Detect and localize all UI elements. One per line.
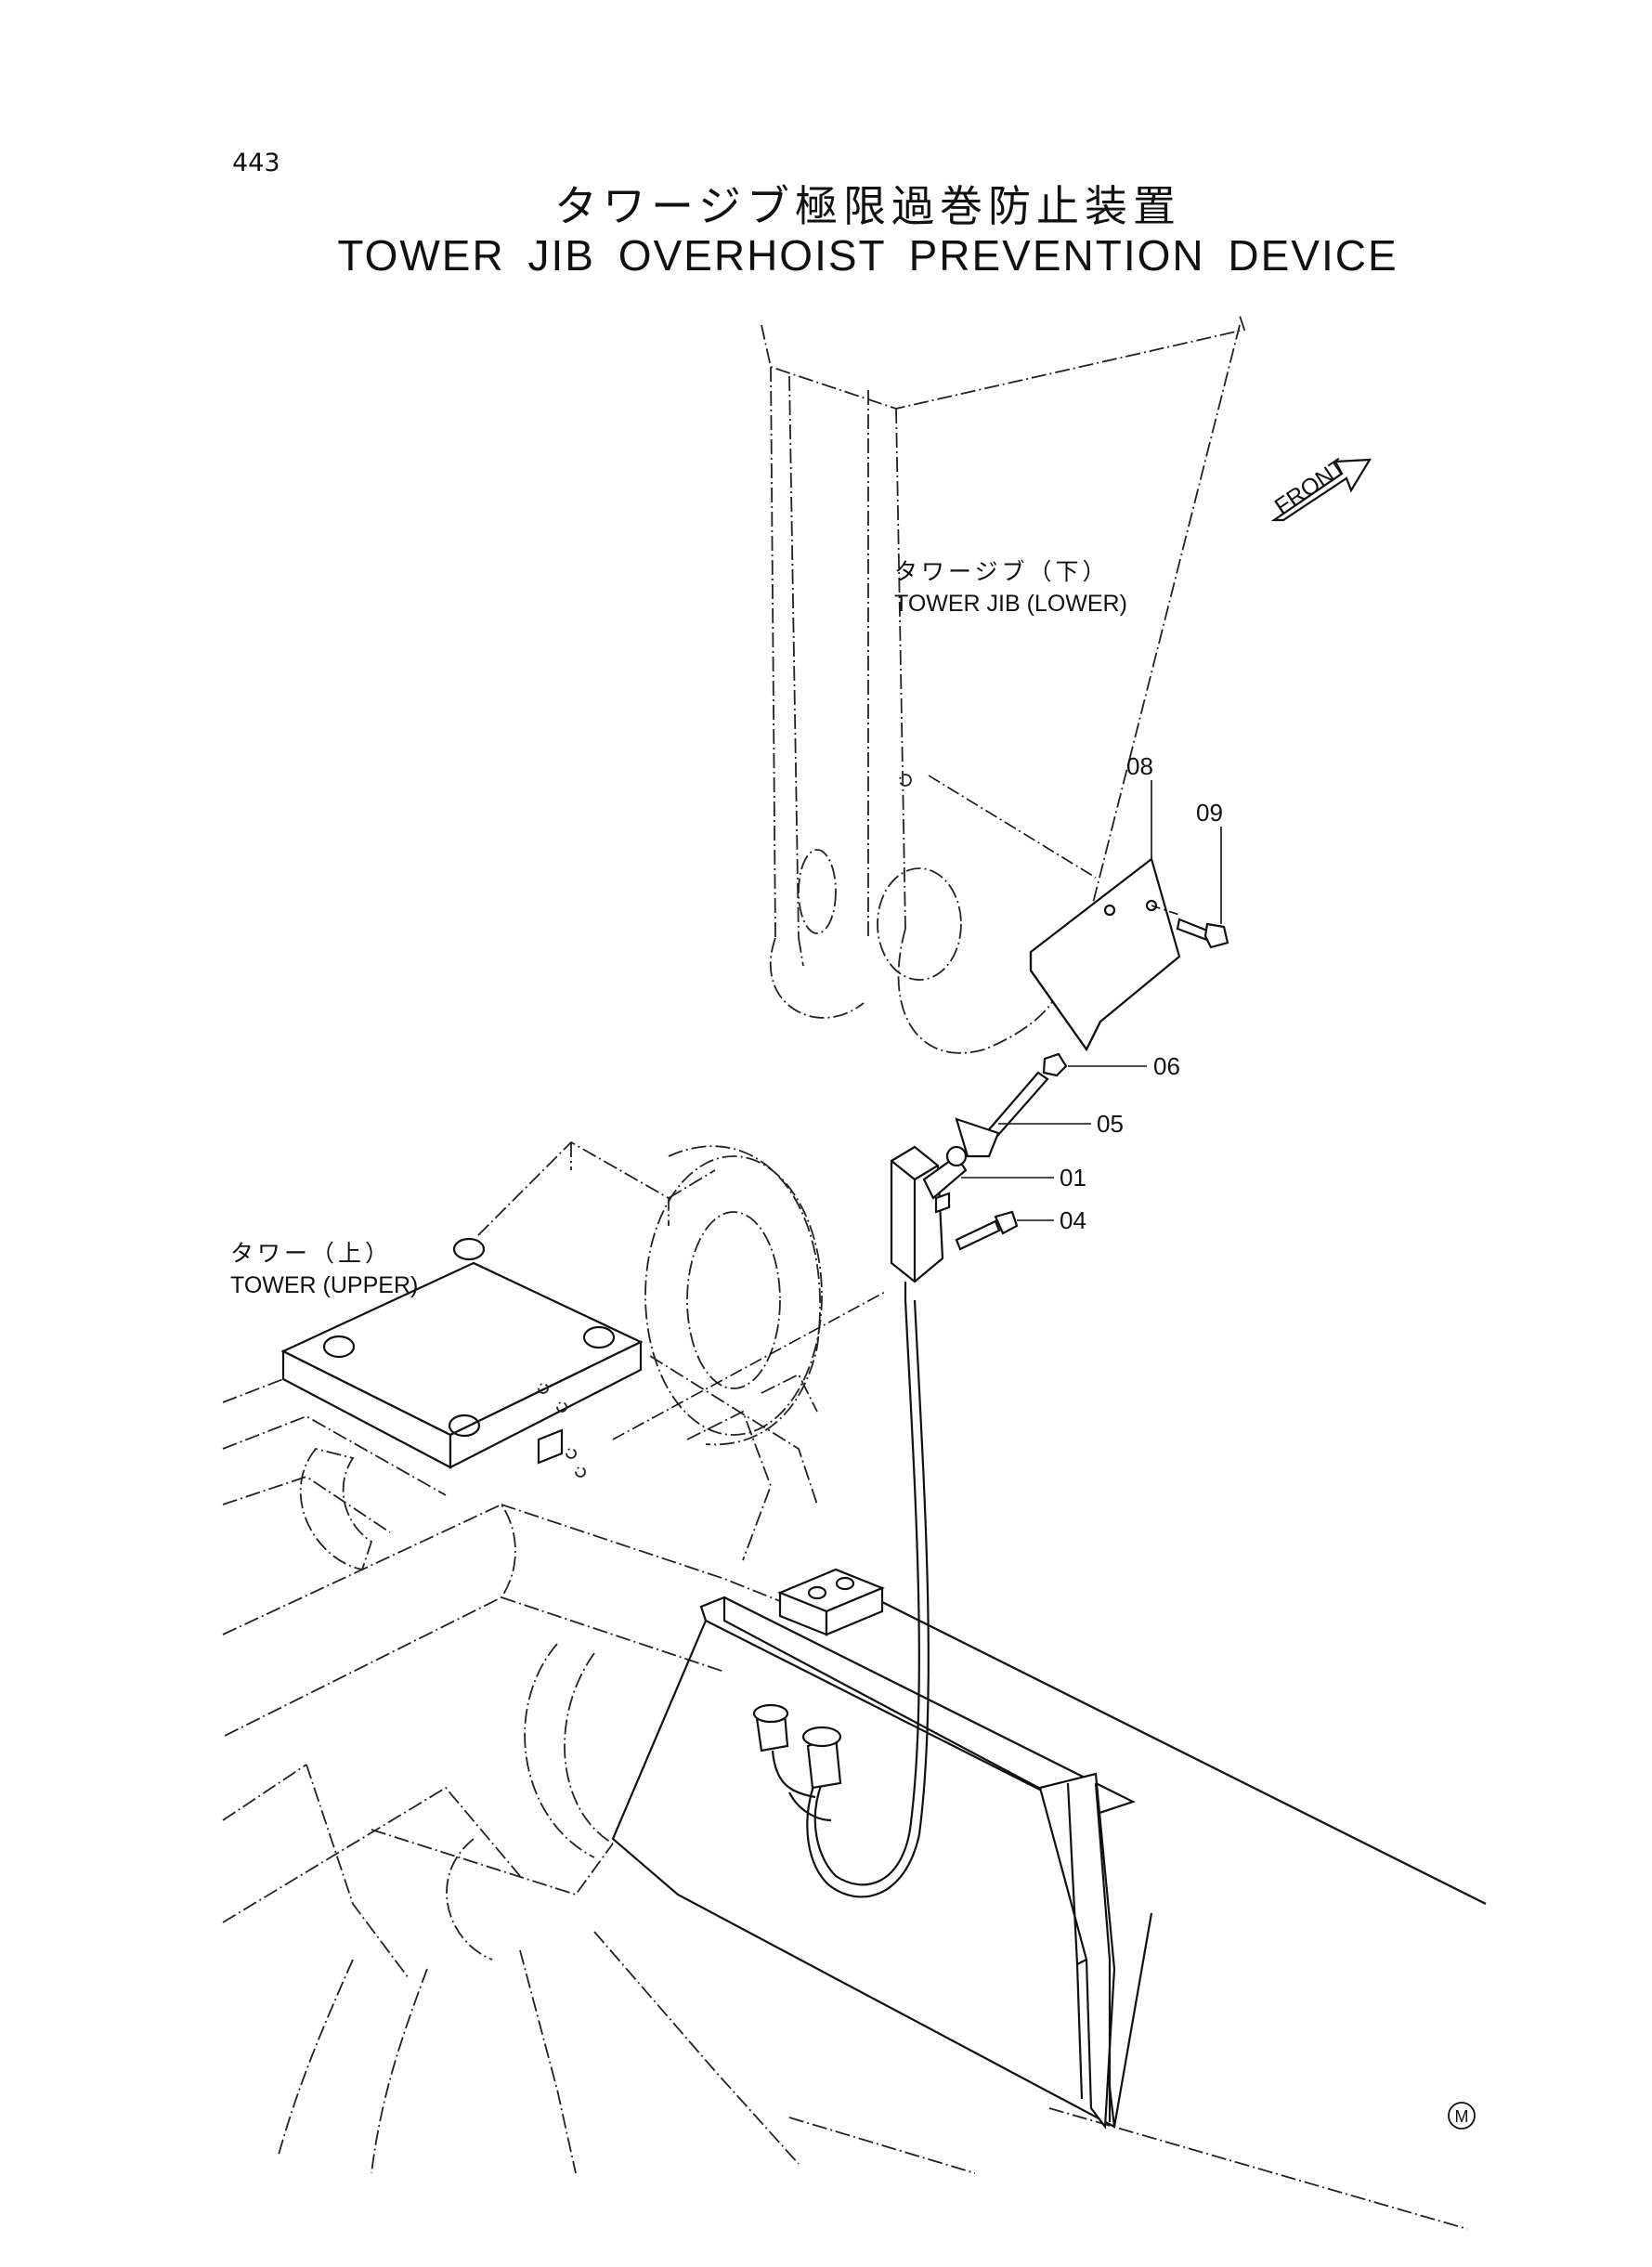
part-number-06: 06: [1153, 1052, 1180, 1080]
bolt-09: [1151, 905, 1229, 949]
label-tower-upper-jp: タワー（上）: [230, 1240, 392, 1267]
label-tower-jib-lower-jp: タワージブ（下）: [894, 558, 1110, 585]
callout-04: 04: [1017, 1206, 1086, 1234]
callout-05: 05: [998, 1110, 1124, 1138]
front-arrow: FRONT: [1270, 454, 1372, 522]
bracket-08: [1029, 857, 1181, 1052]
part-number-01: 01: [1060, 1164, 1086, 1192]
mounting-block: [777, 1568, 885, 1636]
callout-06: 06: [1068, 1052, 1180, 1080]
part-number-05: 05: [1097, 1110, 1124, 1138]
title-english: TOWER JIB OVERHOIST PREVENTION DEVICE: [337, 231, 1398, 280]
limit-switch-01: [890, 1145, 968, 1300]
tower-lower-frame: [222, 1355, 1468, 2230]
callout-09: 09: [1196, 799, 1223, 924]
callout-01: 01: [961, 1164, 1086, 1192]
front-label: FRONT: [1270, 454, 1351, 520]
callout-08: 08: [1126, 752, 1153, 859]
switch-cable: [752, 1299, 930, 1898]
label-tower-jib-lower-en: TOWER JIB (LOWER): [894, 591, 1127, 617]
bolt-05: [955, 1071, 1049, 1158]
part-number-04: 04: [1060, 1206, 1086, 1234]
corner-mark: M: [1448, 2102, 1476, 2130]
part-number-08: 08: [1126, 752, 1153, 780]
channel-beam: [611, 1596, 1487, 2130]
bolt-04: [955, 1210, 1019, 1251]
label-tower-upper-en: TOWER (UPPER): [230, 1272, 418, 1298]
nut-06: [1042, 1052, 1068, 1077]
page-number: 443: [232, 149, 280, 177]
title-japanese: タワージブ極限過巻防止装置: [553, 181, 1182, 231]
part-number-09: 09: [1196, 799, 1223, 827]
corner-mark-letter: M: [1455, 2107, 1469, 2126]
tower-upper: [280, 1140, 888, 1478]
